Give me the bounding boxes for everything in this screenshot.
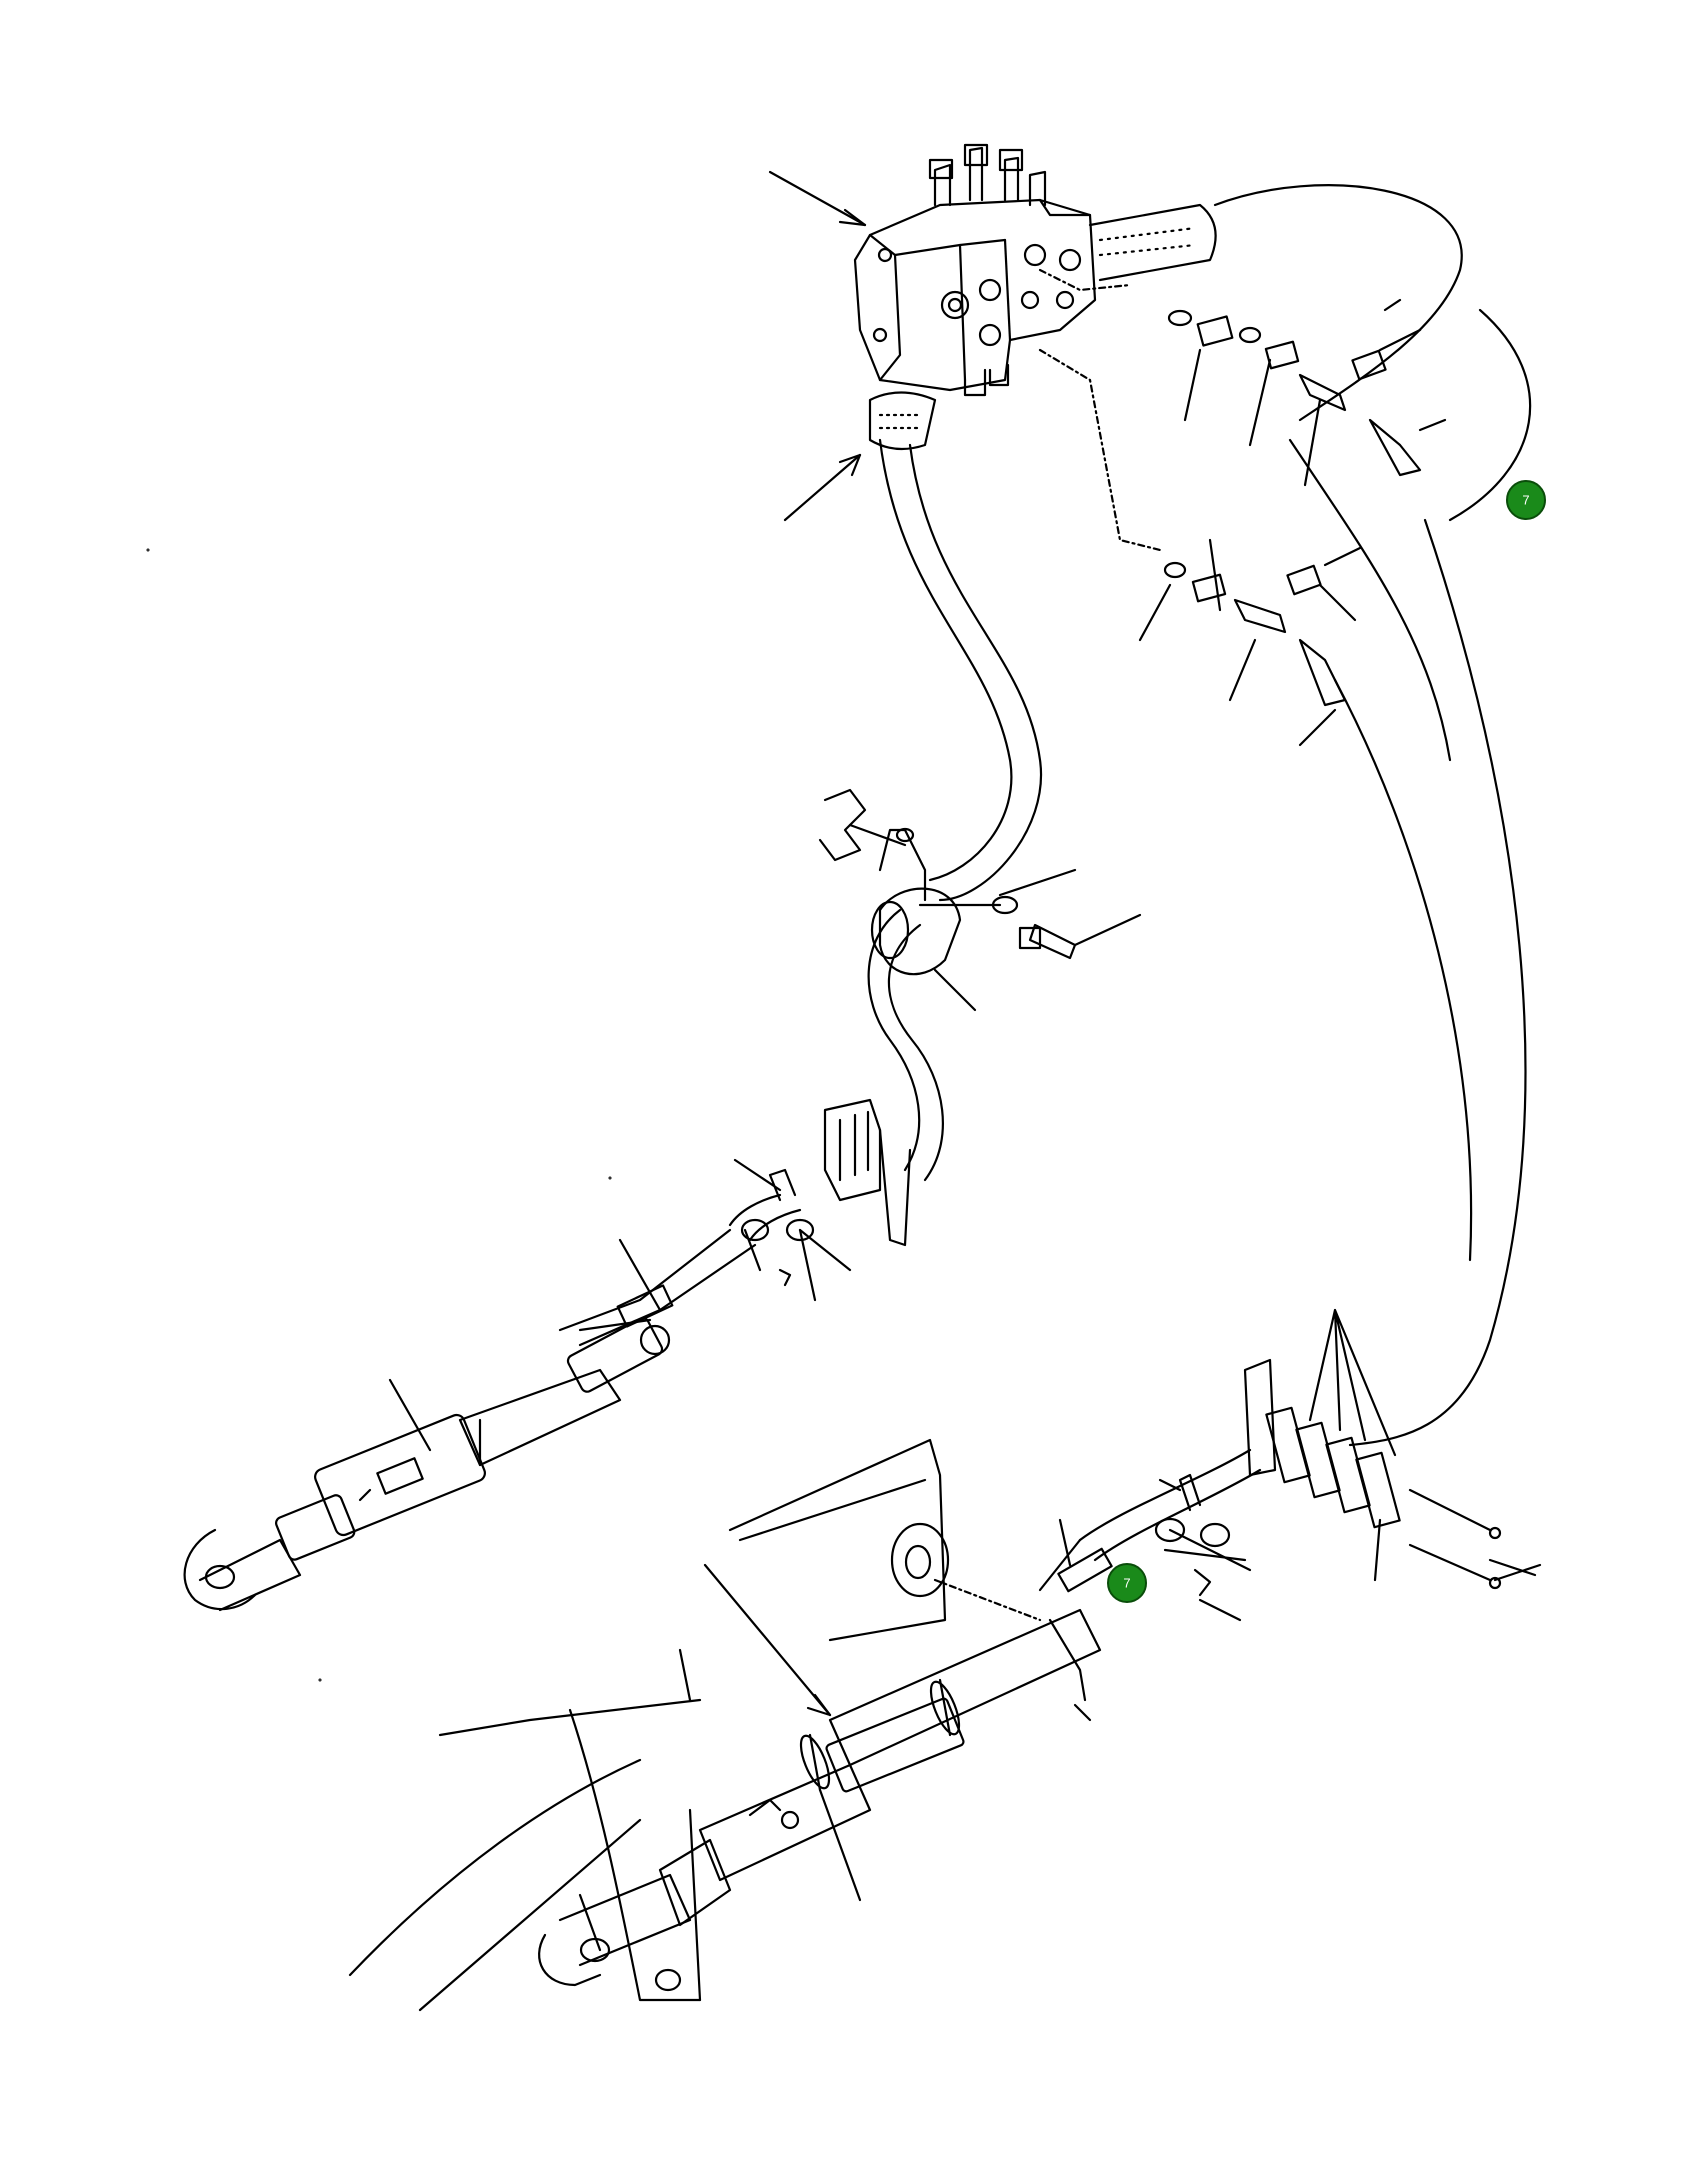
reference-marks xyxy=(146,548,612,1682)
pointer-arrows xyxy=(703,170,867,1717)
hydraulic-cylinder-lower xyxy=(538,1608,1102,1987)
hose-connector-block xyxy=(1243,1308,1542,1590)
hose-pair-left xyxy=(867,438,1043,1182)
hose-clamp-bracket xyxy=(818,788,1142,1012)
hose-terminal-block xyxy=(728,1098,912,1302)
hose-pair-right xyxy=(1213,184,1532,1447)
fittings-upper xyxy=(1038,268,1447,747)
part-callout-7-lower-label: 7 xyxy=(1123,1576,1130,1591)
control-valve xyxy=(853,143,1217,451)
hydraulic-cylinder-upper xyxy=(183,1228,757,1612)
part-callout-7-upper-label: 7 xyxy=(1522,493,1529,508)
part-callout-7-lower[interactable]: 7 xyxy=(1107,1563,1147,1603)
part-callout-7-upper[interactable]: 7 xyxy=(1506,480,1546,520)
machine-frame xyxy=(348,1438,1042,2012)
lower-hose-run xyxy=(1038,1448,1262,1622)
